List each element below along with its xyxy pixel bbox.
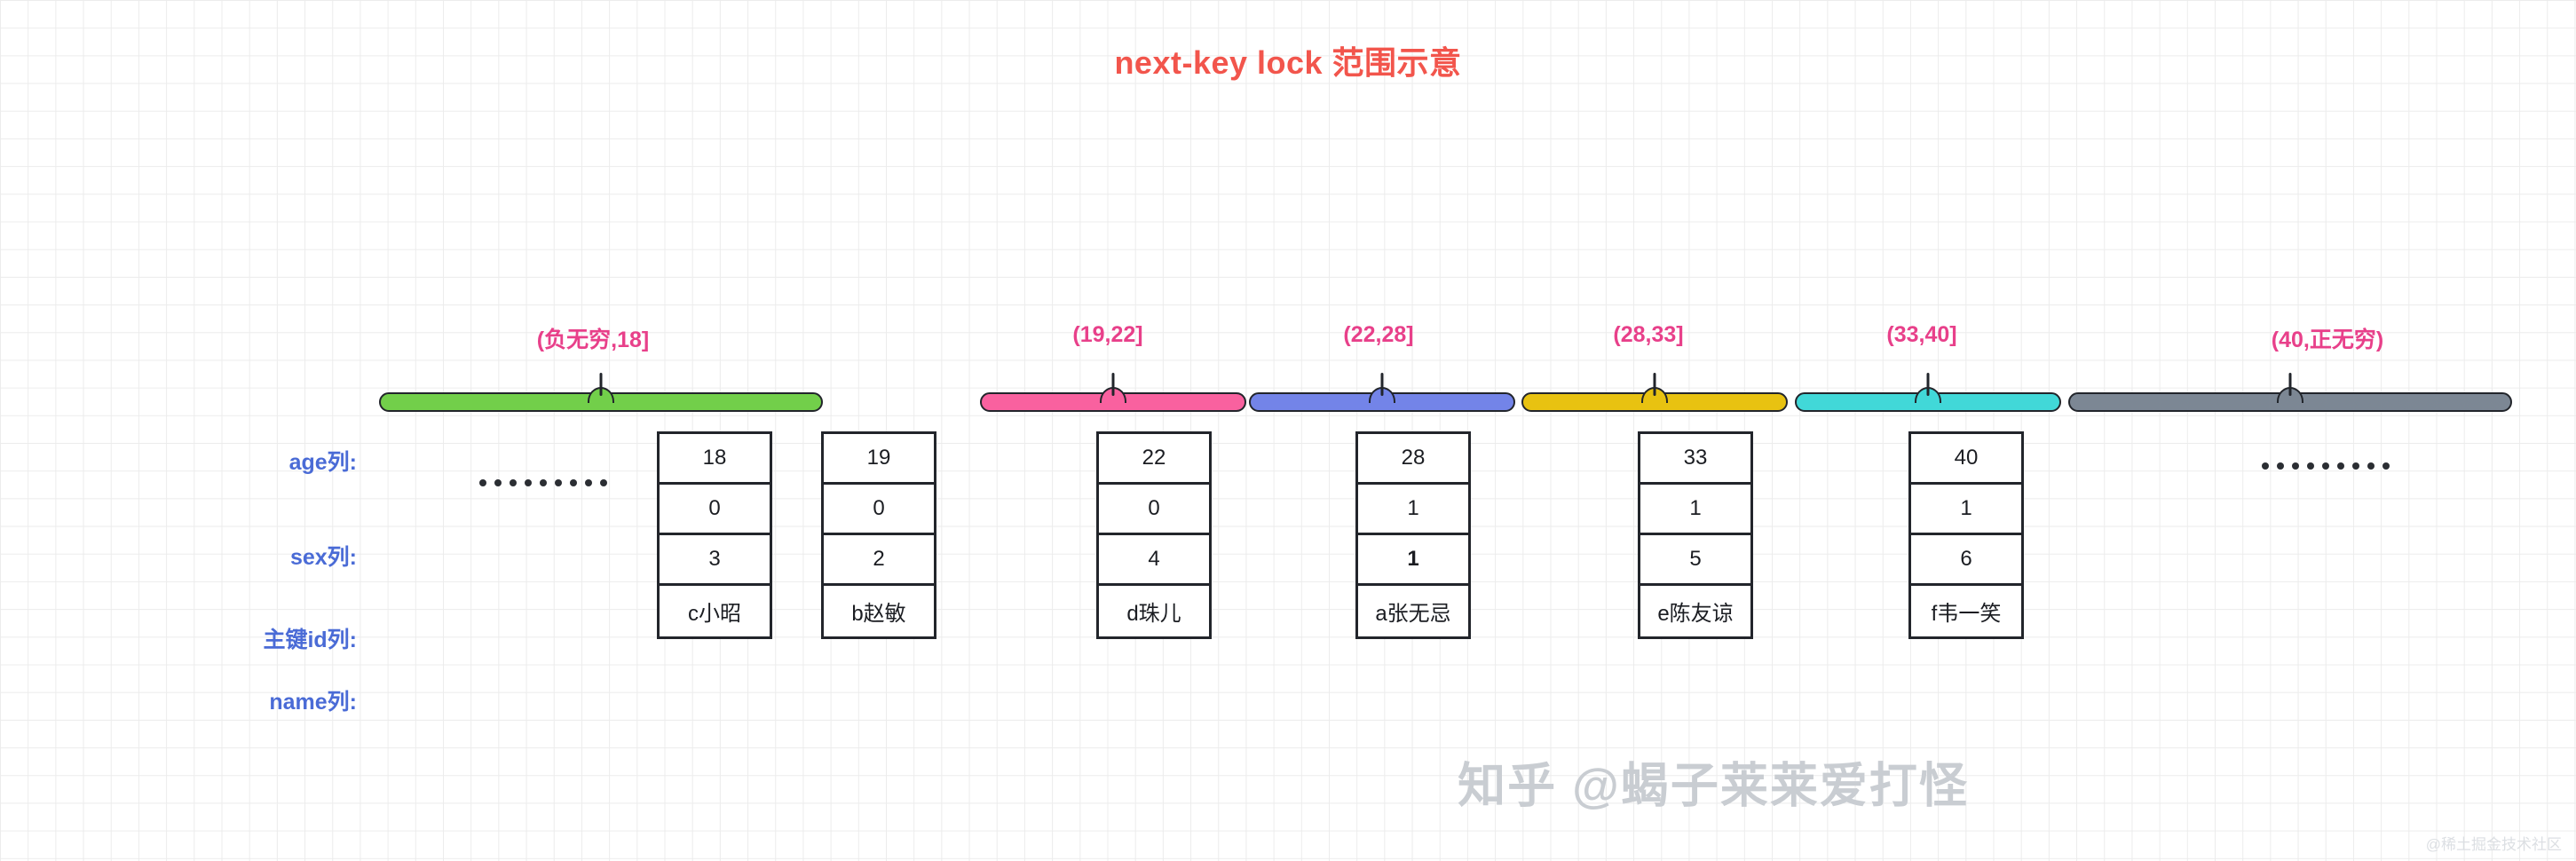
row-label-1: sex列: bbox=[289, 545, 357, 570]
ellipsis-dot bbox=[555, 479, 562, 486]
record-cell-name: b赵敏 bbox=[851, 602, 906, 626]
range-brace-tick bbox=[2288, 373, 2292, 396]
range-brace-tick bbox=[1653, 373, 1656, 396]
record-cell-sex: 1 bbox=[1911, 485, 2021, 535]
row-label-2: 主键id列: bbox=[263, 628, 357, 652]
record-cell-sex: 1 bbox=[1640, 485, 1750, 535]
ellipsis-dot bbox=[585, 479, 592, 486]
ellipsis-dot bbox=[479, 479, 486, 486]
ellipsis-dot bbox=[2337, 462, 2344, 470]
range-label-4: (33,40] bbox=[1886, 322, 1957, 347]
ellipsis-dots-0 bbox=[479, 479, 607, 486]
range-brace-tick bbox=[599, 373, 603, 396]
record-cell-name: f韦一笑 bbox=[1931, 602, 2002, 626]
ellipsis-dot bbox=[600, 479, 607, 486]
record-cell-id: 3 bbox=[660, 535, 770, 586]
record-cell-age: 33 bbox=[1640, 434, 1750, 485]
ellipsis-dot bbox=[494, 479, 502, 486]
ellipsis-dot bbox=[2277, 462, 2284, 470]
record-cell-age: 18 bbox=[660, 434, 770, 485]
range-brace-tick bbox=[1380, 373, 1384, 396]
range-label-1: (19,22] bbox=[1072, 322, 1143, 347]
record-cell-id: 4 bbox=[1099, 535, 1209, 586]
record-cell-name: e陈友谅 bbox=[1657, 602, 1734, 626]
range-label-5: (40,正无穷) bbox=[2271, 328, 2384, 352]
ellipsis-dot bbox=[540, 479, 547, 486]
record-cell-id: 1 bbox=[1358, 535, 1468, 586]
watermark-juejin: @稀土掘金技术社区 bbox=[2425, 836, 2562, 853]
record-cell-name: d珠儿 bbox=[1126, 602, 1181, 626]
record-cell-sex: 0 bbox=[660, 485, 770, 535]
record-cell-age: 40 bbox=[1911, 434, 2021, 485]
record-cell-id: 5 bbox=[1640, 535, 1750, 586]
ellipsis-dot bbox=[2382, 462, 2390, 470]
ellipsis-dot bbox=[2292, 462, 2299, 470]
range-label-3: (28,33] bbox=[1613, 322, 1684, 347]
range-label-2: (22,28] bbox=[1343, 322, 1414, 347]
ellipsis-dot bbox=[2352, 462, 2359, 470]
ellipsis-dot bbox=[2307, 462, 2314, 470]
range-label-0: (负无穷,18] bbox=[536, 328, 650, 352]
record-cell-sex: 0 bbox=[1099, 485, 1209, 535]
range-brace-tick bbox=[1926, 373, 1930, 396]
record-cell-id: 6 bbox=[1911, 535, 2021, 586]
ellipsis-dot bbox=[525, 479, 532, 486]
row-label-0: age列: bbox=[288, 450, 357, 475]
ellipsis-dot bbox=[2322, 462, 2329, 470]
record-cell-name: c小昭 bbox=[688, 602, 741, 626]
range-brace-tick bbox=[1111, 373, 1115, 396]
record-cell-sex: 0 bbox=[824, 485, 934, 535]
range-brace-3 bbox=[1521, 373, 1788, 412]
ellipsis-dots-1 bbox=[2262, 462, 2390, 470]
range-brace-2 bbox=[1249, 373, 1515, 412]
record-cell-sex: 1 bbox=[1358, 485, 1468, 535]
ellipsis-dot bbox=[510, 479, 517, 486]
row-label-3: name列: bbox=[269, 690, 357, 715]
watermark-zhihu: 知乎 @蝎子莱莱爱打怪 bbox=[1458, 759, 1969, 813]
record-cell-name: a张无忌 bbox=[1375, 602, 1451, 626]
record-cell-age: 28 bbox=[1358, 434, 1468, 485]
ellipsis-dot bbox=[2367, 462, 2375, 470]
ellipsis-dot bbox=[570, 479, 577, 486]
ellipsis-dot bbox=[2262, 462, 2269, 470]
range-brace-0 bbox=[379, 373, 823, 412]
record-cell-age: 19 bbox=[824, 434, 934, 485]
record-cell-id: 2 bbox=[824, 535, 934, 586]
record-cell-age: 22 bbox=[1099, 434, 1209, 485]
range-brace-1 bbox=[980, 373, 1246, 412]
page-title: next-key lock 范围示意 bbox=[1114, 44, 1462, 81]
range-brace-5 bbox=[2068, 373, 2512, 412]
range-brace-4 bbox=[1795, 373, 2061, 412]
